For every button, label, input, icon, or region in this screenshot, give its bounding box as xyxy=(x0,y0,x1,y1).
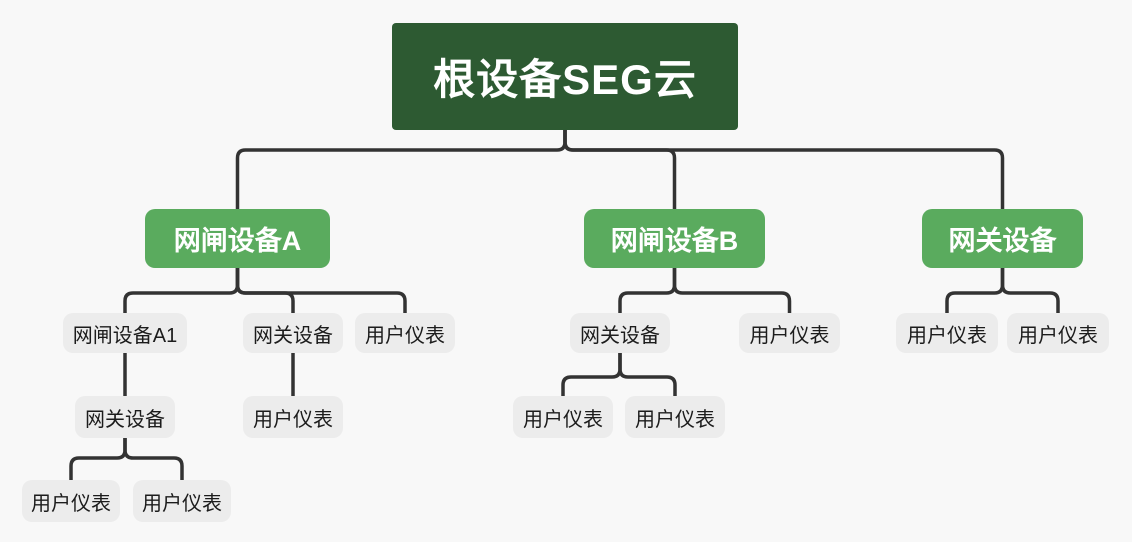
tree-node-branch[interactable]: 网闸设备B xyxy=(584,209,765,268)
tree-connector xyxy=(561,351,622,398)
node-label: 用户仪表 xyxy=(749,324,830,347)
tree-node-leaf[interactable]: 用户仪表 xyxy=(133,480,231,522)
tree-node-leaf[interactable]: 用户仪表 xyxy=(355,313,455,353)
tree-connector xyxy=(69,436,127,482)
tree-connector xyxy=(618,266,677,315)
node-label: 用户仪表 xyxy=(523,408,603,431)
tree-node-leaf[interactable]: 用户仪表 xyxy=(739,313,840,353)
tree-node-leaf[interactable]: 用户仪表 xyxy=(22,480,120,522)
tree-node-root[interactable]: 根设备SEG云 xyxy=(392,23,738,130)
tree-node-leaf[interactable]: 用户仪表 xyxy=(513,396,613,438)
tree-node-leaf[interactable]: 网闸设备A1 xyxy=(63,313,187,353)
node-label: 网闸设备A xyxy=(173,226,302,256)
node-label: 用户仪表 xyxy=(31,492,111,515)
tree-node-leaf[interactable]: 用户仪表 xyxy=(243,396,343,438)
tree-connector xyxy=(672,266,792,315)
tree-node-leaf[interactable]: 用户仪表 xyxy=(625,396,725,438)
tree-connector xyxy=(235,266,407,315)
tree-node-branch[interactable]: 网关设备 xyxy=(922,209,1083,268)
tree-node-leaf[interactable]: 网关设备 xyxy=(75,396,175,438)
node-label: 用户仪表 xyxy=(1018,324,1098,347)
node-label: 网闸设备B xyxy=(610,226,739,256)
node-label: 网关设备 xyxy=(85,408,165,431)
node-label: 网关设备 xyxy=(580,324,660,347)
tree-connector xyxy=(563,128,677,211)
node-label: 用户仪表 xyxy=(635,408,715,431)
node-label: 用户仪表 xyxy=(907,324,987,347)
tree-connector xyxy=(123,266,240,315)
node-label: 根设备SEG云 xyxy=(433,56,697,103)
tree-node-branch[interactable]: 网闸设备A xyxy=(145,209,330,268)
node-label: 网闸设备A1 xyxy=(72,324,178,347)
tree-connector xyxy=(618,351,677,398)
node-label: 网关设备 xyxy=(253,324,333,347)
tree-connector xyxy=(945,266,1005,315)
tree-node-leaf[interactable]: 用户仪表 xyxy=(1007,313,1109,353)
node-label: 用户仪表 xyxy=(365,324,445,347)
tree-node-leaf[interactable]: 网关设备 xyxy=(243,313,343,353)
tree-connector xyxy=(563,128,1005,211)
tree-connector xyxy=(123,436,184,482)
tree-connector xyxy=(235,266,295,315)
tree-node-leaf[interactable]: 网关设备 xyxy=(570,313,670,353)
tree-connector xyxy=(235,128,567,211)
node-label: 网关设备 xyxy=(948,226,1057,256)
node-label: 用户仪表 xyxy=(253,408,333,431)
node-label: 用户仪表 xyxy=(142,492,222,515)
tree-node-leaf[interactable]: 用户仪表 xyxy=(896,313,998,353)
tree-connector xyxy=(1000,266,1060,315)
